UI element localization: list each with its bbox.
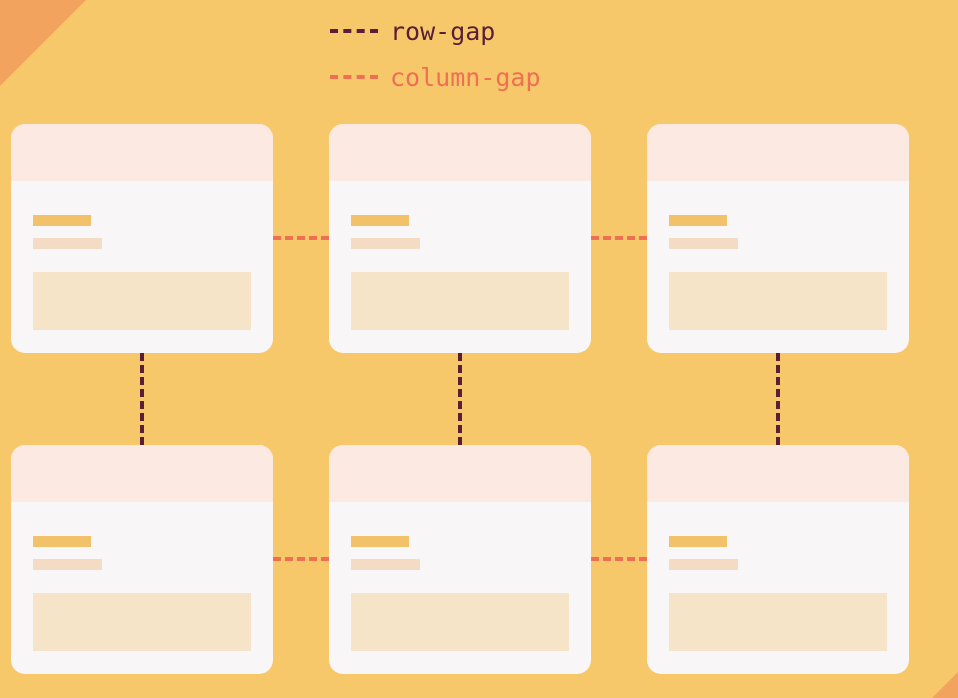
grid-card-r1-c1 bbox=[11, 124, 273, 353]
card-body-placeholder bbox=[669, 593, 887, 651]
grid-card-r1-c2 bbox=[329, 124, 591, 353]
card-body-placeholder bbox=[669, 272, 887, 330]
card-body-placeholder bbox=[351, 593, 569, 651]
grid-card-r2-c2 bbox=[329, 445, 591, 674]
card-subtitle-placeholder bbox=[33, 238, 102, 249]
grid-card-r1-c3 bbox=[647, 124, 909, 353]
legend: row-gap column-gap bbox=[330, 8, 541, 100]
grid-card-r2-c1 bbox=[11, 445, 273, 674]
column-gap-dashed-swatch bbox=[330, 75, 378, 79]
card-title-placeholder bbox=[33, 215, 91, 226]
column-gap-connector bbox=[591, 236, 647, 240]
legend-item-column-gap: column-gap bbox=[330, 54, 541, 100]
row-gap-label: row-gap bbox=[390, 16, 496, 46]
card-title-placeholder bbox=[351, 215, 409, 226]
card-subtitle-placeholder bbox=[669, 559, 738, 570]
card-body-placeholder bbox=[33, 593, 251, 651]
grid-card-r2-c3 bbox=[647, 445, 909, 674]
card-title-placeholder bbox=[351, 536, 409, 547]
corner-decoration-top-left bbox=[0, 0, 86, 86]
card-subtitle-placeholder bbox=[33, 559, 102, 570]
card-title-placeholder bbox=[669, 536, 727, 547]
row-gap-connector bbox=[776, 353, 780, 445]
card-body-placeholder bbox=[33, 272, 251, 330]
card-title-placeholder bbox=[33, 536, 91, 547]
row-gap-dashed-swatch bbox=[330, 29, 378, 33]
card-title-placeholder bbox=[669, 215, 727, 226]
card-subtitle-placeholder bbox=[351, 238, 420, 249]
card-subtitle-placeholder bbox=[351, 559, 420, 570]
corner-decoration-bottom-right bbox=[932, 672, 958, 698]
row-gap-connector bbox=[140, 353, 144, 445]
card-header bbox=[329, 124, 591, 181]
card-header bbox=[647, 124, 909, 181]
card-header bbox=[329, 445, 591, 502]
card-header bbox=[647, 445, 909, 502]
card-header bbox=[11, 445, 273, 502]
column-gap-label: column-gap bbox=[390, 62, 541, 92]
row-gap-connector bbox=[458, 353, 462, 445]
column-gap-connector bbox=[273, 557, 329, 561]
card-subtitle-placeholder bbox=[669, 238, 738, 249]
column-gap-connector bbox=[591, 557, 647, 561]
legend-item-row-gap: row-gap bbox=[330, 8, 541, 54]
card-header bbox=[11, 124, 273, 181]
column-gap-connector bbox=[273, 236, 329, 240]
card-body-placeholder bbox=[351, 272, 569, 330]
